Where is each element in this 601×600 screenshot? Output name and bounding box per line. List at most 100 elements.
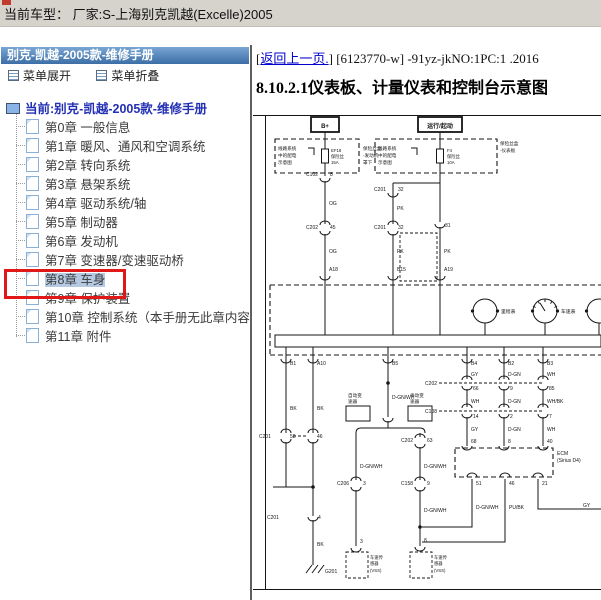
document-icon <box>26 157 39 172</box>
menu-collapse-label: 菜单折叠 <box>111 69 160 83</box>
fusebox-note: -仪表板 <box>500 147 516 154</box>
tree-item-ch9[interactable]: 第9章 保护装置 <box>0 290 250 309</box>
tree-item-ch10[interactable]: 第10章 控制系统（本手册无此章内容 <box>0 309 250 328</box>
tree-root-label: 当前:别克-凯越-2005款-维修手册 <box>25 102 207 116</box>
menu-expand-button[interactable]: 菜单展开 <box>8 69 71 83</box>
fuse-icon <box>436 148 444 164</box>
wire-label: GY <box>471 427 479 433</box>
connector-label: C202 <box>401 438 413 444</box>
connector-icon <box>387 275 399 281</box>
diagram-shape <box>495 309 500 313</box>
chapter-tree: 当前:别克-凯越-2005款-维修手册 第0章 一般信息 第1章 暖风、通风和空… <box>0 100 250 347</box>
connector-label: C201 <box>267 515 279 521</box>
note-line: 示意图 <box>278 159 292 166</box>
speed-signal-circuit: B5 D-GN/WH 自动变 速器 手动变 速器 D-GN/WH C206 3 … <box>337 347 448 579</box>
fuse-word: 保险丝 <box>331 153 345 160</box>
connector-icon <box>434 275 446 281</box>
auto-trans-label: 自动变 <box>348 392 362 399</box>
sidebar: 别克-凯越-2005款-维修手册 菜单展开 菜单折叠 当前:别克-凯越-2005… <box>0 45 252 600</box>
connector-icon <box>387 192 399 198</box>
cluster-bus-bar <box>274 334 601 348</box>
pin-label: 3 <box>363 481 366 487</box>
diagram-shape <box>472 298 498 324</box>
menu-collapse-button[interactable]: 菜单折叠 <box>96 69 159 83</box>
pin-label: 63 <box>427 438 433 444</box>
wire <box>422 479 506 543</box>
pin-label: 31 <box>445 223 451 229</box>
wire-label: D-GN/WH <box>360 464 383 470</box>
note-bracket <box>308 147 315 155</box>
connector-icon <box>414 546 426 552</box>
tree-item-ch0[interactable]: 第0章 一般信息 <box>0 119 250 138</box>
tree-item-ch2[interactable]: 第2章 转向系统 <box>0 157 250 176</box>
vss-label: 感器 <box>434 560 443 567</box>
bplus-label: B+ <box>321 124 329 130</box>
pin-label: 46 <box>317 434 323 440</box>
menu-list-icon <box>8 70 19 81</box>
wire-label: D-GN <box>508 399 521 405</box>
wire-label: GY <box>583 503 591 509</box>
wire-label: PK <box>444 249 451 255</box>
vss-label: 车速传 <box>370 554 384 561</box>
brace <box>355 427 426 434</box>
diagram-shape <box>374 138 498 174</box>
ecm-label: ECM <box>557 451 568 457</box>
note-line: 中的配电 <box>278 152 297 159</box>
pin-label: A10 <box>317 361 326 367</box>
tree-item-ch11[interactable]: 第11章 附件 <box>0 328 250 347</box>
wire-label: PK <box>397 206 404 212</box>
pin-label: A19 <box>444 267 453 273</box>
fusebox-note: 保险丝盒 <box>500 140 519 147</box>
pin-label: 7 <box>549 414 552 420</box>
ground-label: G201 <box>325 569 337 575</box>
document-icon <box>26 290 39 305</box>
pin-label: B3 <box>547 361 553 367</box>
connector-icon <box>537 358 549 364</box>
connector-label: C108 <box>425 409 437 415</box>
diagram-frame <box>253 115 601 590</box>
pin-label: A18 <box>329 267 338 273</box>
computer-icon <box>6 103 20 114</box>
note-bracket <box>411 147 418 155</box>
tree-item-ch7[interactable]: 第7章 变速器/变速驱动桥 <box>0 252 250 271</box>
connector-icon <box>537 445 549 451</box>
pin-label: 21 <box>542 481 548 487</box>
note-line: 中的配电 <box>378 152 397 159</box>
wire-label: GY <box>471 372 479 378</box>
tree-item-ch6[interactable]: 第6章 发动机 <box>0 233 250 252</box>
document-icon <box>26 309 39 324</box>
gauge-label: 里程表 <box>501 308 516 315</box>
pin-label: 68 <box>471 439 477 445</box>
tree-item-ch3[interactable]: 第3章 悬架系统 <box>0 176 250 195</box>
current-model-text: 当前车型： 厂家:S-上海别克凯越(Excelle)2005 <box>4 7 273 22</box>
back-link[interactable]: 返回上一页. <box>260 51 329 66</box>
wire-label: D-GN/WH <box>424 508 447 514</box>
manual-title-bar: 别克-凯越-2005款-维修手册 <box>1 47 249 64</box>
tree-item-ch8-selected[interactable]: 第8章 车身 <box>0 271 250 290</box>
pin-label: 8 <box>330 172 333 178</box>
vss-label: (VSS) <box>434 568 446 573</box>
speedometer-gauge-icon <box>530 298 560 335</box>
menu-list-icon <box>96 70 108 81</box>
document-icon <box>26 328 39 343</box>
pin-label: 58 <box>290 434 296 440</box>
junction-dot <box>386 381 390 385</box>
tree-item-ch5[interactable]: 第5章 制动器 <box>0 214 250 233</box>
tree-root[interactable]: 当前:别克-凯越-2005款-维修手册 <box>0 100 250 119</box>
connector-icon <box>461 445 473 451</box>
pin-label: 3 <box>360 539 363 545</box>
wire-label: OG <box>329 249 337 255</box>
wire-label: D-GN/WH <box>392 395 415 401</box>
document-icon <box>26 138 39 153</box>
vss-label: (VSS) <box>370 568 382 573</box>
connector-icon <box>319 275 331 281</box>
vss-box <box>345 551 369 579</box>
tree-item-ch1[interactable]: 第1章 暖风、通风和空调系统 <box>0 138 250 157</box>
connector-icon <box>466 472 478 478</box>
junction-dot <box>418 525 422 529</box>
wire-label: WH/BK <box>547 399 564 405</box>
note-line: 示意图 <box>378 159 392 166</box>
wire-label: BK <box>317 542 324 548</box>
tree-item-ch4[interactable]: 第4章 驱动系统/轴 <box>0 195 250 214</box>
pin-label: B4 <box>471 361 477 367</box>
